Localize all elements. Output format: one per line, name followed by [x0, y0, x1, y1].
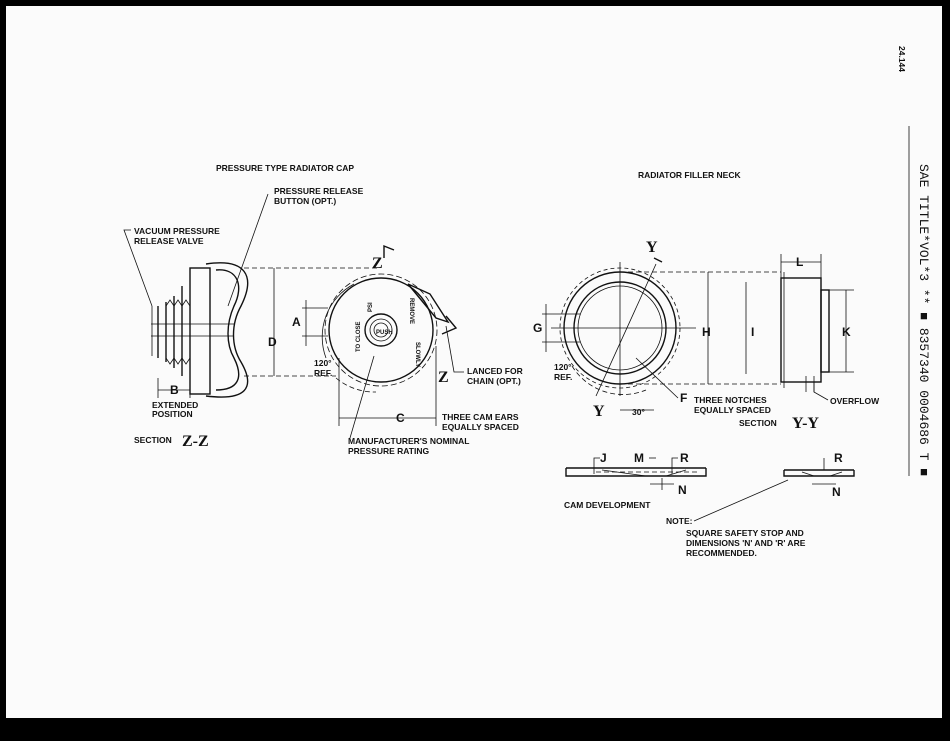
technical-drawing: 24.144 SAE TITLE*VOL*3 ** ■ 8357340 0004… [123, 46, 931, 558]
extended-position-label-2: POSITION [152, 409, 193, 419]
angle-30-label: 30° [632, 407, 645, 417]
dim-h-label: H [702, 325, 711, 339]
cam-ears-label-1: THREE CAM EARS [442, 412, 519, 422]
cap-title: PRESSURE TYPE RADIATOR CAP [216, 163, 354, 173]
vacuum-valve-label-1: VACUUM PRESSURE [134, 226, 220, 236]
note-heading: NOTE: [666, 516, 693, 526]
lanced-leader [445, 325, 464, 373]
dim-m-label: M [634, 451, 644, 465]
section-yy-id: Y-Y [792, 415, 819, 432]
y-marker-bottom: Y [593, 403, 605, 420]
dim-l-label: L [796, 255, 803, 269]
neck-ref-angle-2: REF. [554, 372, 572, 382]
detail-n-label: N [832, 485, 841, 499]
lanced-label-1: LANCED FOR [467, 366, 523, 376]
dim-d-label: D [268, 335, 277, 349]
note-leader [693, 479, 789, 522]
dim-f-leader [635, 357, 679, 399]
z-marker-top: Z [372, 255, 383, 272]
dim-i-label: I [751, 325, 754, 339]
dim-b-label: B [170, 383, 179, 397]
dim-j-bracket [593, 457, 600, 474]
dim-r-bracket [671, 457, 678, 474]
scan-border-right [942, 0, 950, 741]
overflow-label: OVERFLOW [830, 396, 880, 406]
z-marker-right: Z [438, 369, 449, 386]
notches-label-1: THREE NOTCHES [694, 395, 767, 405]
nominal-rating-label-1: MANUFACTURER'S NOMINAL [348, 436, 470, 446]
dim-g-label: G [533, 321, 542, 335]
dim-f-label: F [680, 391, 687, 405]
section-zz-id: Z-Z [182, 433, 209, 450]
neck-ref-angle-arc [571, 365, 647, 395]
section-zz-label: SECTION [134, 435, 172, 445]
neck-end-view [551, 262, 696, 397]
note-line-2: DIMENSIONS 'N' AND 'R' ARE [686, 538, 806, 548]
nominal-rating-label-2: PRESSURE RATING [348, 446, 429, 456]
extended-position-label-1: EXTENDED [152, 400, 198, 410]
pressure-release-label-1: PRESSURE RELEASE [274, 186, 364, 196]
cap-push-text: PUSH [376, 330, 393, 336]
cap-ref-angle-1: 120° [314, 358, 332, 368]
dim-a-label: A [292, 315, 301, 329]
z-marker-top-arrow [383, 244, 395, 258]
nominal-rating-leader [349, 355, 375, 439]
section-yy-label: SECTION [739, 418, 777, 428]
side-reference-text: SAE TITLE*VOL*3 ** ■ 8357340 0004686 T ■ [916, 164, 931, 476]
safety-stop-detail [783, 469, 855, 477]
overflow-leader [813, 382, 829, 401]
cam-development-drawing [565, 467, 707, 477]
cap-to-close-text: TO CLOSE [356, 321, 362, 352]
dim-j-label: J [600, 451, 607, 465]
lanced-label-2: CHAIN (OPT.) [467, 376, 521, 386]
cap-slowly-text: SLOWLY [414, 342, 420, 367]
pressure-release-label-2: BUTTON (OPT.) [274, 196, 336, 206]
cap-ref-angle-arc [335, 377, 377, 393]
neck-ref-angle-1: 120° [554, 362, 572, 372]
notches-label-2: EQUALLY SPACED [694, 405, 771, 415]
dim-k-label: K [842, 325, 851, 339]
pressure-release-leader [227, 193, 269, 307]
y-marker-top-arrow [653, 257, 663, 263]
dim-r-label: R [680, 451, 689, 465]
drawing-sheet: 24.144 SAE TITLE*VOL*3 ** ■ 8357340 0004… [6, 6, 942, 718]
page-number: 24.144 [897, 46, 907, 72]
scan-border-bottom [0, 718, 950, 741]
detail-r-label: R [834, 451, 843, 465]
neck-title: RADIATOR FILLER NECK [638, 170, 741, 180]
cap-ref-angle-2: REF. [314, 368, 332, 378]
cap-side-section [151, 262, 249, 398]
note-line-3: RECOMMENDED. [686, 548, 757, 558]
vacuum-valve-leader [123, 229, 153, 307]
cap-remove-text: REMOVE [408, 298, 414, 324]
note-line-1: SQUARE SAFETY STOP AND [686, 528, 804, 538]
cap-top-view [321, 273, 458, 387]
dim-c-label: C [396, 411, 405, 425]
y-marker-top: Y [646, 239, 658, 256]
cam-ears-label-2: EQUALLY SPACED [442, 422, 519, 432]
dim-n-label: N [678, 483, 687, 497]
cap-psi-text: PSI [368, 302, 374, 312]
neck-side-view [780, 272, 830, 392]
vacuum-valve-label-2: RELEASE VALVE [134, 236, 204, 246]
cam-development-label: CAM DEVELOPMENT [564, 500, 651, 510]
